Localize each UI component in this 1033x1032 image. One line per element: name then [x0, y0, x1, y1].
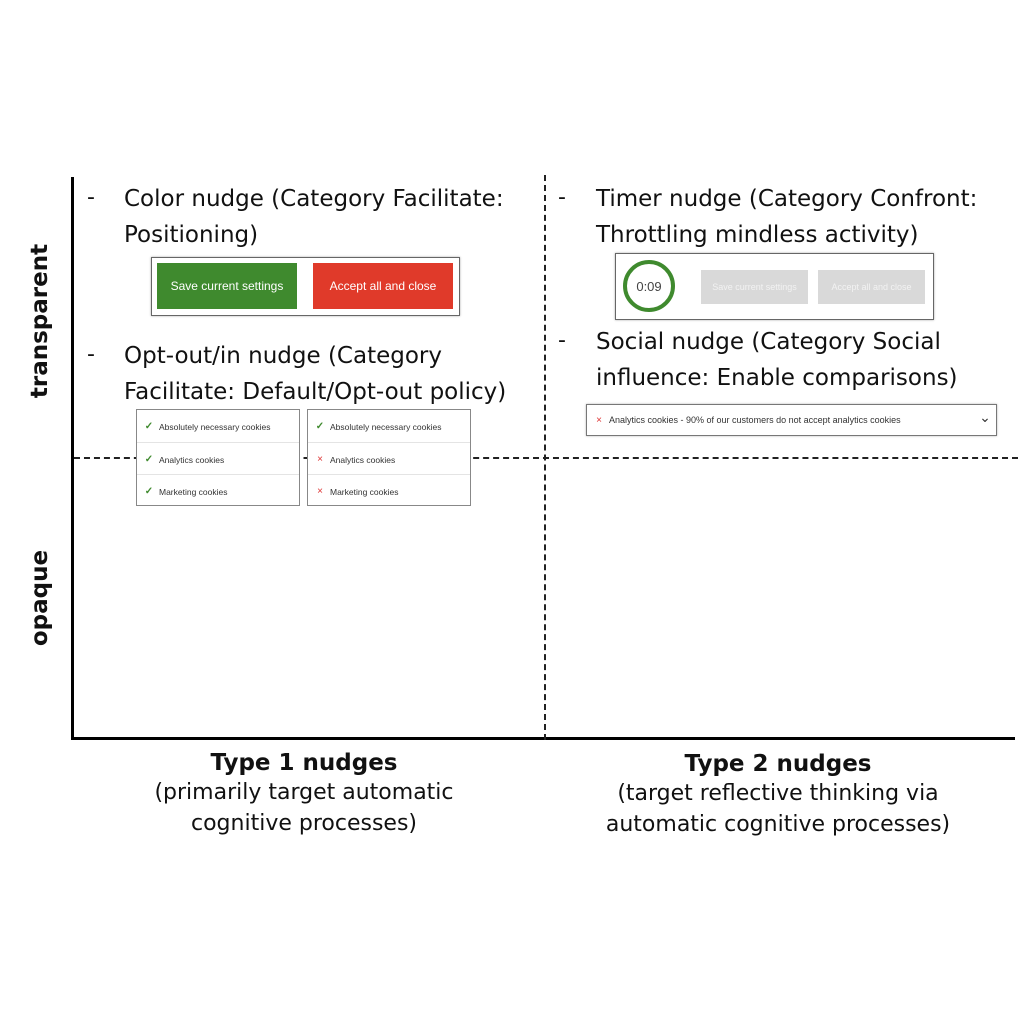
- accept-all-and-close-button[interactable]: Accept all and close: [313, 263, 453, 309]
- x-axis-line: [71, 737, 1015, 740]
- cookie-label: Absolutely necessary cookies: [330, 421, 442, 432]
- type1-title: Type 1 nudges: [210, 750, 398, 776]
- accept-all-and-close-button-disabled[interactable]: Accept all and close: [818, 270, 925, 304]
- social-nudge-dash: -: [558, 328, 566, 353]
- y-label-opaque: opaque: [27, 549, 53, 647]
- check-icon: ✓: [315, 421, 325, 432]
- color-nudge-dash: -: [87, 185, 95, 210]
- cookie-list-default-optin: ✓ Absolutely necessary cookies ✓ Analyti…: [136, 409, 300, 506]
- horizontal-divider: [74, 457, 1018, 459]
- color-nudge-line-2: Positioning): [124, 222, 259, 248]
- x-label-type2: Type 2 nudges (target reflective thinkin…: [588, 751, 968, 842]
- countdown-timer: 0:09: [623, 260, 675, 312]
- type2-sub-2: automatic cognitive processes): [605, 812, 951, 837]
- cross-icon: ×: [317, 454, 323, 465]
- check-icon: ✓: [144, 421, 154, 432]
- cookie-label: Marketing cookies: [330, 486, 399, 497]
- check-icon: ✓: [144, 486, 154, 497]
- cross-icon: ×: [317, 486, 323, 497]
- list-item[interactable]: ✓ Absolutely necessary cookies: [308, 410, 470, 443]
- timer-nudge-line-1: Timer nudge (Category Confront:: [596, 186, 978, 212]
- timer-nudge-dash: -: [558, 185, 566, 210]
- optout-nudge-dash: -: [87, 342, 95, 367]
- optout-nudge-text: Opt-out/in nudge (Category Facilitate: D…: [124, 338, 544, 410]
- type2-title: Type 2 nudges: [684, 751, 872, 777]
- social-nudge-message: Analytics cookies - 90% of our customers…: [609, 415, 901, 425]
- type2-sub-1: (target reflective thinking via: [617, 781, 939, 806]
- list-item[interactable]: ✓ Analytics cookies: [137, 442, 299, 476]
- timer-nudge-panel: 0:09 Save current settings Accept all an…: [615, 253, 934, 320]
- social-nudge-dropdown[interactable]: × Analytics cookies - 90% of our custome…: [586, 404, 997, 436]
- color-nudge-panel: Save current settings Accept all and clo…: [151, 257, 460, 316]
- timer-nudge-text: Timer nudge (Category Confront: Throttli…: [596, 181, 1016, 253]
- cookie-label: Absolutely necessary cookies: [159, 421, 271, 432]
- optout-nudge-line-1: Opt-out/in nudge (Category: [124, 343, 442, 369]
- cookie-label: Marketing cookies: [159, 486, 228, 497]
- color-nudge-line-1: Color nudge (Category Facilitate:: [124, 186, 504, 212]
- check-icon: ✓: [144, 454, 154, 465]
- chevron-down-icon[interactable]: ⌄: [979, 409, 991, 425]
- type1-sub-2: cognitive processes): [191, 811, 417, 836]
- y-axis-line: [71, 177, 74, 740]
- color-nudge-text: Color nudge (Category Facilitate: Positi…: [124, 181, 534, 253]
- list-item[interactable]: ✓ Absolutely necessary cookies: [137, 410, 299, 443]
- y-label-transparent: transparent: [27, 243, 53, 399]
- save-current-settings-button-disabled[interactable]: Save current settings: [701, 270, 808, 304]
- optout-nudge-line-2: Facilitate: Default/Opt-out policy): [124, 379, 507, 405]
- cross-icon: ×: [596, 414, 602, 426]
- save-current-settings-button[interactable]: Save current settings: [157, 263, 297, 309]
- timer-nudge-line-2: Throttling mindless activity): [596, 222, 919, 248]
- social-nudge-text: Social nudge (Category Social influence:…: [596, 324, 1016, 396]
- cookie-list-default-optout: ✓ Absolutely necessary cookies × Analyti…: [307, 409, 471, 506]
- cookie-label: Analytics cookies: [330, 454, 396, 465]
- list-item[interactable]: × Marketing cookies: [308, 474, 470, 508]
- cookie-label: Analytics cookies: [159, 454, 225, 465]
- social-nudge-line-1: Social nudge (Category Social: [596, 329, 941, 355]
- x-label-type1: Type 1 nudges (primarily target automati…: [154, 750, 454, 841]
- type1-sub-1: (primarily target automatic: [154, 780, 454, 805]
- list-item[interactable]: × Analytics cookies: [308, 442, 470, 476]
- list-item[interactable]: ✓ Marketing cookies: [137, 474, 299, 508]
- social-nudge-line-2: influence: Enable comparisons): [596, 365, 958, 391]
